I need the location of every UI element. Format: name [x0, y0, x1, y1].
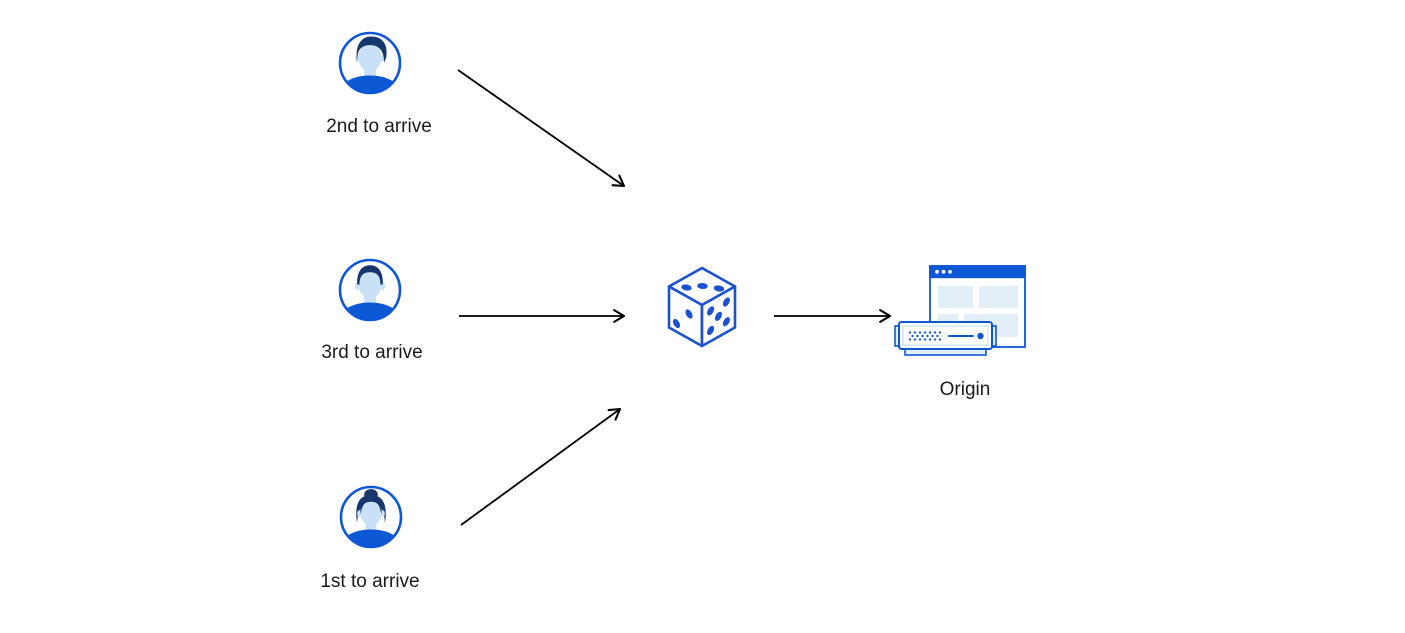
user-female-avatar-icon — [339, 485, 403, 549]
origin-server-icon — [894, 265, 1026, 356]
user-male-avatar-icon — [338, 258, 402, 322]
arrow-user-top-to-dice — [457, 69, 626, 188]
user-middle-label: 3rd to arrive — [321, 342, 423, 363]
server-indicator-light — [977, 332, 984, 340]
user-top-label: 2nd to arrive — [326, 116, 432, 137]
server-vent-dots — [908, 331, 942, 341]
dice-icon — [667, 266, 737, 348]
dice-pips — [672, 282, 730, 336]
origin-label: Origin — [939, 379, 991, 400]
arrow-user-bottom-to-dice — [460, 407, 622, 526]
user-male-avatar-icon — [338, 31, 402, 95]
user-bottom-label: 1st to arrive — [320, 571, 420, 592]
server-device — [894, 321, 997, 356]
